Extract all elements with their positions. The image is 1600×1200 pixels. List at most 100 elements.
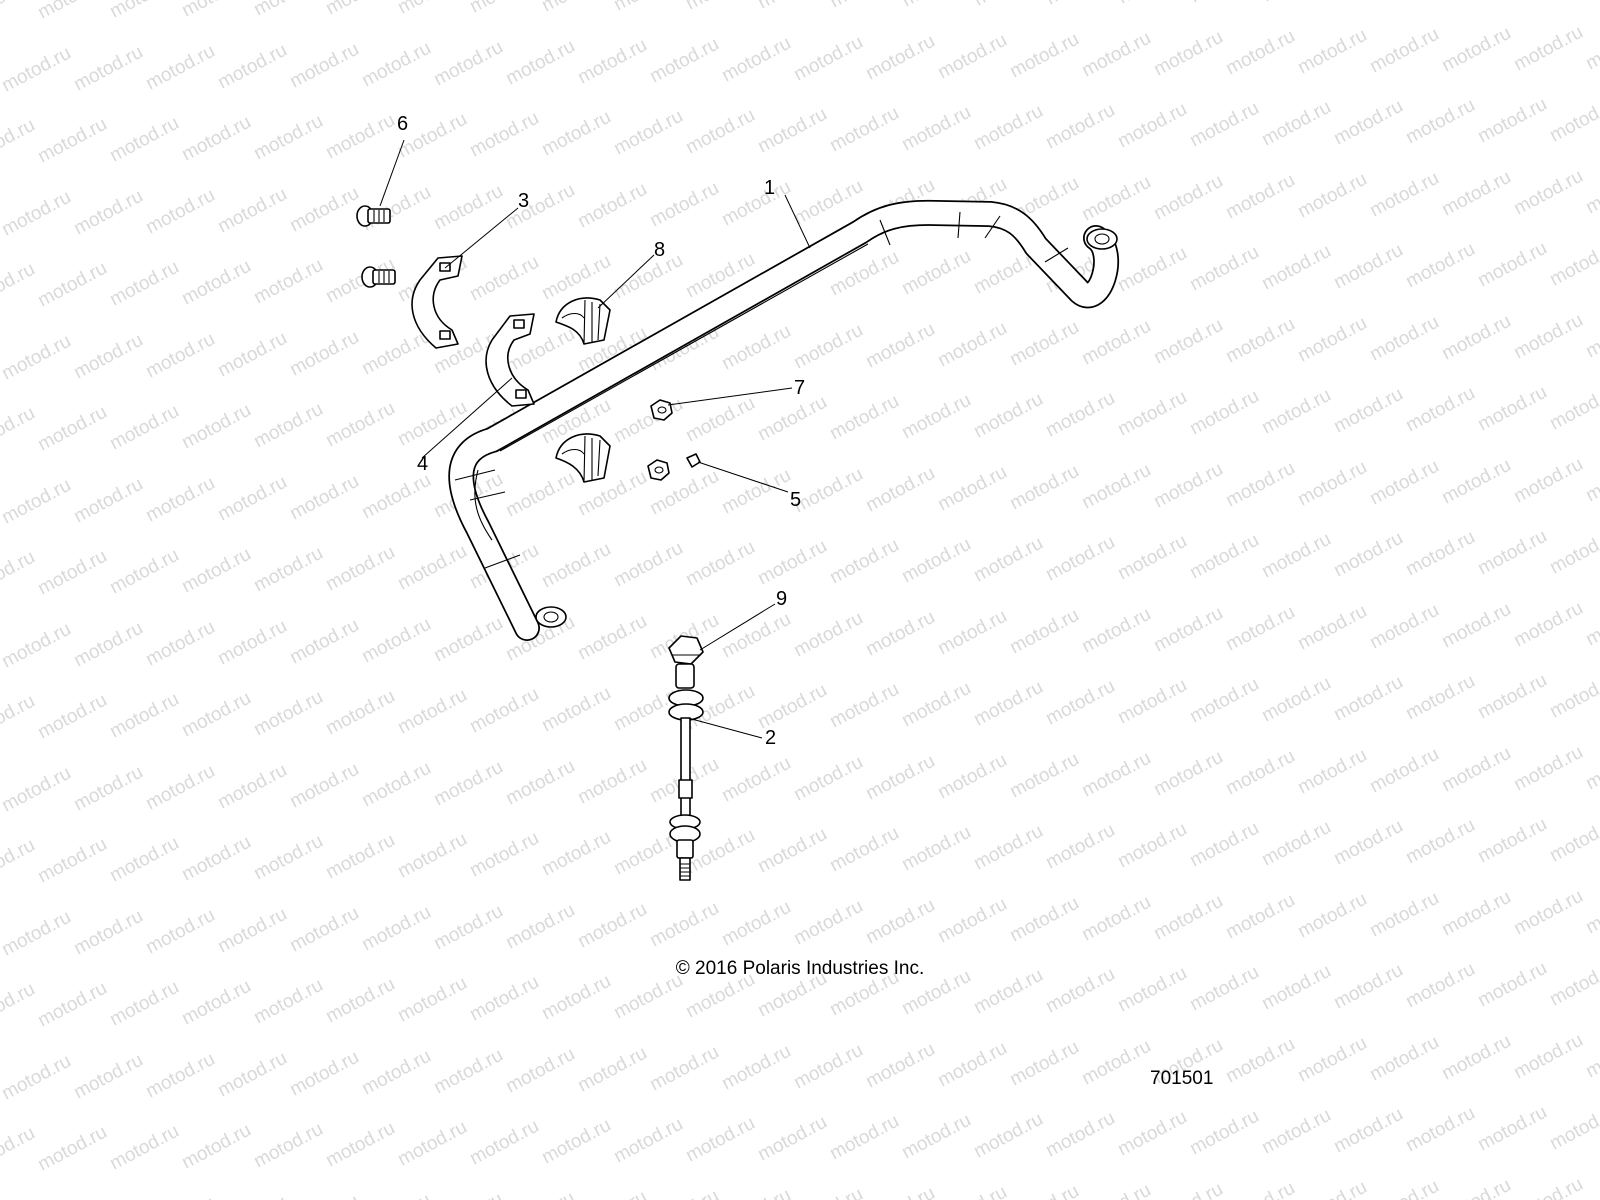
watermark-text: motod.ru [1474,526,1550,580]
watermark-text: motod.ru [70,474,146,528]
watermark-text: motod.ru [1330,816,1406,870]
watermark-text: motod.ru [934,606,1010,660]
watermark-text: motod.ru [0,979,39,1033]
watermark-text: motod.ru [34,1122,110,1176]
watermark-text: motod.ru [466,828,542,882]
watermark-text: motod.ru [754,104,830,158]
watermark-text: motod.ru [250,1119,326,1173]
watermark-text: motod.ru [34,402,110,456]
watermark-text: motod.ru [322,1118,398,1172]
watermark-text: motod.ru [322,974,398,1028]
watermark-text: motod.ru [1366,312,1442,366]
watermark-text: motod.ru [1258,673,1334,727]
watermark-text: motod.ru [1222,314,1298,368]
watermark-text: motod.ru [0,259,39,313]
watermark-text: motod.ru [826,391,902,445]
watermark-text: motod.ru [1330,96,1406,150]
watermark-text: motod.ru [286,1191,362,1200]
watermark-text: motod.ru [394,1117,470,1171]
watermark-text: motod.ru [322,0,398,19]
watermark-text: motod.ru [1042,388,1118,442]
watermark-text: motod.ru [430,37,506,91]
watermark-text: motod.ru [250,0,326,20]
watermark-text: motod.ru [0,1051,75,1105]
watermark-text: motod.ru [1438,455,1514,509]
watermark-text: motod.ru [1510,1030,1586,1084]
diagram-number: 701501 [1150,1068,1214,1089]
watermark-text: motod.ru [1546,93,1600,147]
watermark-text: motod.ru [286,327,362,381]
watermark-text: motod.ru [898,534,974,588]
nut-lower [647,459,670,481]
watermark-text: motod.ru [1366,24,1442,78]
watermark-text: motod.ru [1510,310,1586,364]
watermark-text: motod.ru [70,186,146,240]
watermark-text: motod.ru [286,1047,362,1101]
watermark-text: motod.ru [1582,21,1600,75]
watermark-text: motod.ru [538,827,614,881]
watermark-text: motod.ru [1330,1104,1406,1158]
watermark-text: motod.ru [1402,383,1478,437]
callout-7: 7 [794,377,805,399]
watermark-text: motod.ru [178,688,254,742]
watermark-text: motod.ru [646,898,722,952]
watermark-text: motod.ru [1186,818,1262,872]
watermark-text: motod.ru [1150,459,1226,513]
watermark-text: motod.ru [574,1187,650,1200]
watermark-text: motod.ru [1042,1108,1118,1162]
watermark-text: motod.ru [142,329,218,383]
watermark-text: motod.ru [394,973,470,1027]
watermark-text: motod.ru [106,689,182,743]
watermark-text: motod.ru [1294,1033,1370,1087]
watermark-text: motod.ru [1474,238,1550,292]
bracket-lower [485,313,535,407]
watermark-text: motod.ru [1114,531,1190,585]
watermark-text: motod.ru [790,896,866,950]
watermark-text: motod.ru [718,1041,794,1095]
watermark-text: motod.ru [610,106,686,160]
callout-2: 2 [765,727,776,749]
watermark-text: motod.ru [178,976,254,1030]
callout-5: 5 [790,489,801,511]
watermark-text: motod.ru [718,1185,794,1200]
watermark-text: motod.ru [682,393,758,447]
watermark-text: motod.ru [214,1192,290,1200]
watermark-text: motod.ru [322,542,398,596]
watermark-text: motod.ru [430,901,506,955]
watermark-text: motod.ru [214,904,290,958]
watermark-text: motod.ru [142,905,218,959]
watermark-text: motod.ru [178,0,254,21]
watermark-text: motod.ru [394,0,470,18]
bushing-lower [555,433,611,483]
watermark-text: motod.ru [1006,749,1082,803]
callout-8: 8 [654,239,665,261]
watermark-text: motod.ru [1294,457,1370,511]
watermark-text: motod.ru [862,751,938,805]
watermark-text: motod.ru [1474,382,1550,436]
watermark-text: motod.ru [826,679,902,733]
watermark-text: motod.ru [142,185,218,239]
watermark-text: motod.ru [754,0,830,13]
watermark-text: motod.ru [1438,167,1514,221]
watermark-text: motod.ru [646,1186,722,1200]
watermark-text: motod.ru [502,36,578,90]
watermark-text: motod.ru [142,473,218,527]
watermark-text: motod.ru [970,821,1046,875]
watermark-text: motod.ru [70,42,146,96]
watermark-text: motod.ru [466,684,542,738]
watermark-text: motod.ru [934,750,1010,804]
watermark-text: motod.ru [1366,168,1442,222]
watermark-text: motod.ru [106,113,182,167]
watermark-text: motod.ru [1258,0,1334,6]
watermark-text: motod.ru [1186,386,1262,440]
watermark-text: motod.ru [1582,597,1600,651]
callout-6: 6 [397,113,408,135]
watermark-text: motod.ru [1546,237,1600,291]
watermark-text: motod.ru [754,1112,830,1166]
watermark-text: motod.ru [898,102,974,156]
watermark-text: motod.ru [0,763,75,817]
watermark-text: motod.ru [1186,242,1262,296]
watermark-text: motod.ru [1402,815,1478,869]
watermark-text: motod.ru [934,462,1010,516]
watermark-text: motod.ru [682,537,758,591]
